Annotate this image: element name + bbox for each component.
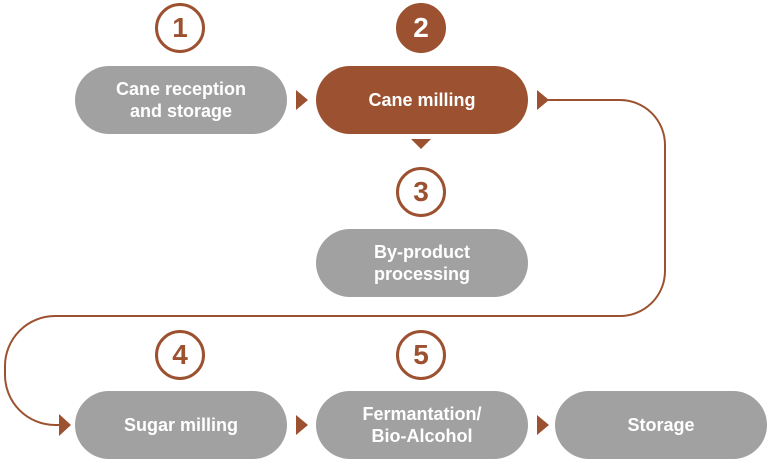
arrow-down-icon xyxy=(411,139,431,149)
step-by-product-processing: By-product processing xyxy=(316,229,528,297)
arrow-icon xyxy=(296,90,308,110)
arrow-icon xyxy=(59,414,71,436)
step-cane-milling: Cane milling xyxy=(316,66,528,134)
step-number-2: 2 xyxy=(396,3,446,53)
arrow-icon xyxy=(537,415,549,435)
step-sugar-milling: Sugar milling xyxy=(75,391,287,459)
step-cane-reception: Cane reception and storage xyxy=(75,66,287,134)
arrow-icon xyxy=(537,90,549,110)
step-number-1: 1 xyxy=(155,3,205,53)
step-number-5: 5 xyxy=(396,330,446,380)
step-number-4: 4 xyxy=(155,330,205,380)
connector-curve xyxy=(4,99,666,426)
step-number-3: 3 xyxy=(396,167,446,217)
arrow-icon xyxy=(296,415,308,435)
step-fermentation: Fermantation/ Bio-Alcohol xyxy=(316,391,528,459)
step-storage: Storage xyxy=(555,391,767,459)
